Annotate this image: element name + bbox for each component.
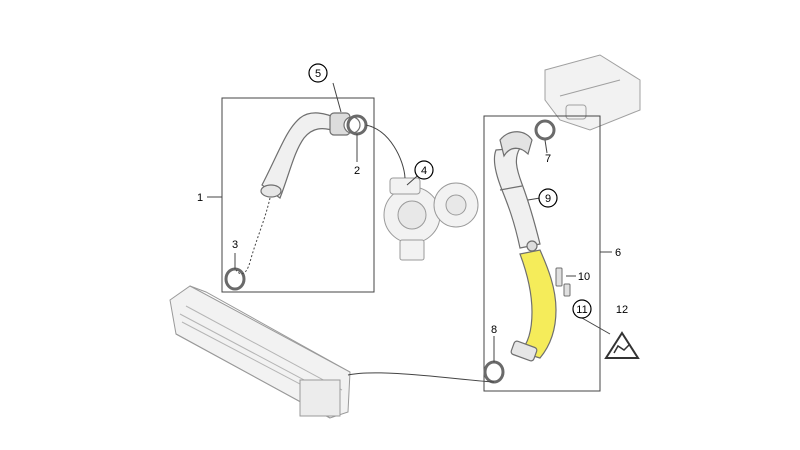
- svg-text:3: 3: [232, 239, 238, 251]
- callout-5: 5: [308, 63, 328, 83]
- svg-text:2: 2: [354, 165, 360, 177]
- callout-11: 11: [572, 299, 592, 319]
- callout-2: 2: [354, 165, 360, 177]
- svg-text:12: 12: [616, 304, 628, 316]
- engine-manifold: [544, 54, 641, 131]
- warning-triangle: [604, 331, 640, 359]
- svg-text:9: 9: [545, 193, 551, 205]
- highlighted-hose: [518, 249, 557, 359]
- group-box-left: [221, 97, 375, 293]
- o-ring-7: [534, 119, 556, 141]
- o-ring-8: [483, 360, 505, 384]
- callout-7: 7: [545, 153, 551, 165]
- svg-text:1: 1: [197, 192, 203, 204]
- group-box-right: [483, 115, 601, 392]
- callout-9: 9: [538, 188, 558, 208]
- callout-4: 4: [414, 160, 434, 180]
- charge-pipe-left: [260, 112, 361, 199]
- callout-3: 3: [232, 239, 238, 251]
- sensor-10: [555, 267, 571, 297]
- svg-text:7: 7: [545, 153, 551, 165]
- svg-text:5: 5: [315, 68, 321, 80]
- intercooler: [169, 285, 351, 419]
- svg-text:4: 4: [421, 165, 427, 177]
- svg-text:11: 11: [576, 304, 587, 316]
- charge-pipe-upper-right: [493, 131, 541, 252]
- callout-10: 10: [578, 271, 590, 283]
- svg-text:10: 10: [578, 271, 590, 283]
- callout-8: 8: [491, 324, 497, 336]
- svg-text:6: 6: [615, 247, 621, 259]
- charge-pipe-lower-highlighted: [510, 249, 557, 362]
- o-ring-3: [224, 267, 246, 291]
- callout-6: 6: [615, 247, 621, 259]
- callout-1: 1: [197, 192, 203, 204]
- turbocharger: [383, 177, 479, 261]
- callout-12: 12: [616, 304, 628, 316]
- svg-text:8: 8: [491, 324, 497, 336]
